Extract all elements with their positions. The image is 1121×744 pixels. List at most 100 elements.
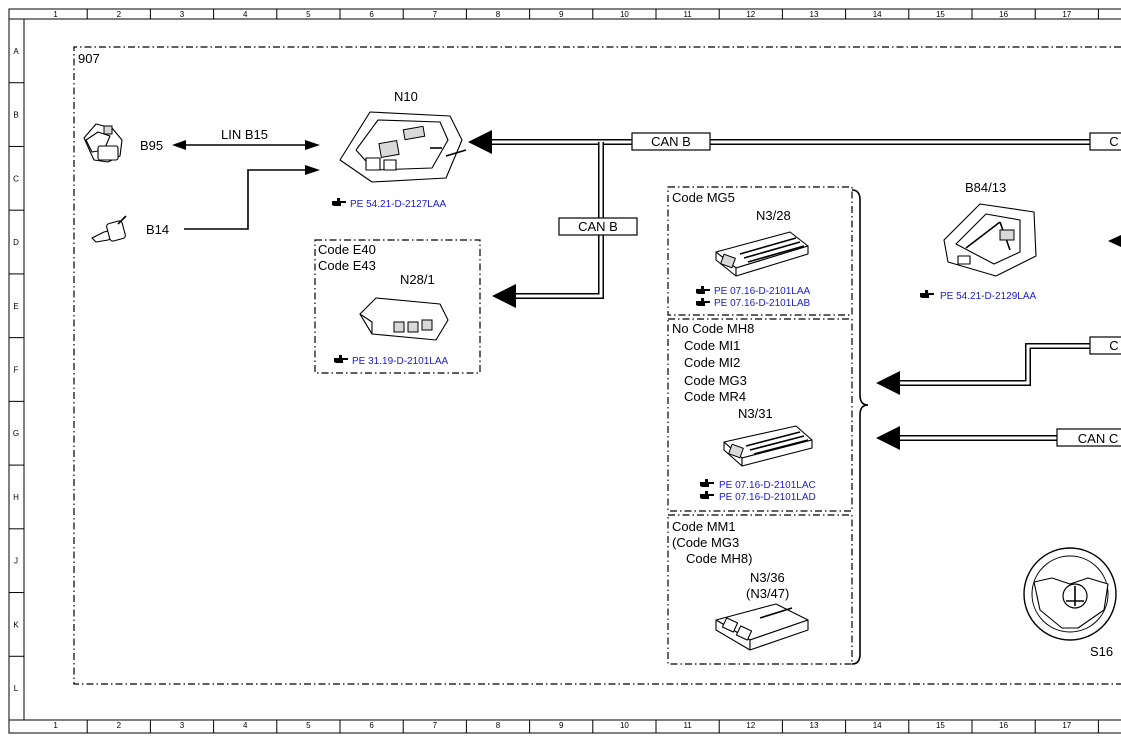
- n3-31-module[interactable]: [723, 425, 813, 467]
- n3-36-code-1: Code MM1: [672, 519, 736, 534]
- column-number: 6: [369, 10, 374, 19]
- n3-28-code-1: Code MG5: [672, 190, 735, 205]
- drawing-frame: [8, 8, 1121, 734]
- column-number: 4: [243, 721, 248, 730]
- column-number: 5: [306, 10, 311, 19]
- n3-31-label: N3/31: [738, 406, 773, 421]
- cut-tag-mid-right-label: C: [1109, 338, 1118, 353]
- can-c-label: CAN C: [1078, 431, 1118, 446]
- column-number: 17: [1062, 10, 1071, 19]
- b14-sensor[interactable]: [91, 215, 127, 243]
- column-number: 6: [369, 721, 374, 730]
- b14-connection: [184, 165, 320, 230]
- column-number: 8: [496, 10, 501, 19]
- column-number: 16: [999, 721, 1008, 730]
- n3-31-code-2: Code MI1: [684, 338, 740, 353]
- can-b-top-label: CAN B: [651, 134, 691, 149]
- row-letter: J: [14, 557, 18, 566]
- column-number: 1: [53, 10, 58, 19]
- bus-to-brace-upper: [876, 343, 1121, 395]
- column-number: 7: [433, 721, 438, 730]
- n3-28-ref-link-a[interactable]: PE 07.16-D-2101LAA: [696, 286, 811, 297]
- column-number: 15: [936, 721, 945, 730]
- pointing-hand-icon: [700, 491, 714, 499]
- column-number: 1: [53, 721, 58, 730]
- row-letter: C: [13, 174, 19, 183]
- n3-31-ref-link-b[interactable]: PE 07.16-D-2101LAD: [700, 491, 816, 503]
- cut-tag-top-right-label: C: [1109, 134, 1118, 149]
- b84-13-label: B84/13: [965, 180, 1006, 195]
- n3-36-module[interactable]: [715, 603, 809, 651]
- n10-ref-link[interactable]: PE 54.21-D-2127LAA: [332, 198, 447, 210]
- row-letter: H: [13, 493, 19, 502]
- n3-36-code-3: Code MH8): [686, 551, 752, 566]
- n28-1-ref-text[interactable]: PE 31.19-D-2101LAA: [352, 356, 449, 367]
- group-label: 907: [78, 51, 100, 66]
- n3-31-code-3: Code MI2: [684, 355, 740, 370]
- n3-31-code-5: Code MR4: [684, 389, 746, 404]
- column-number: 8: [496, 721, 501, 730]
- n3-28-ref-text-a[interactable]: PE 07.16-D-2101LAA: [714, 286, 811, 297]
- row-letter: D: [13, 238, 19, 247]
- pointing-hand-icon: [700, 479, 714, 487]
- column-number: 3: [180, 721, 185, 730]
- b84-13-ref-link[interactable]: PE 54.21-D-2129LAA: [920, 290, 1037, 302]
- row-letter: A: [13, 47, 19, 56]
- b84-13-camera[interactable]: [943, 203, 1037, 277]
- lin-b15-connection: [172, 140, 320, 150]
- pointing-hand-icon: [696, 298, 710, 306]
- pointing-hand-icon: [696, 286, 710, 294]
- n10-module[interactable]: [339, 111, 467, 183]
- n28-1-code-2: Code E43: [318, 258, 376, 273]
- b14-label: B14: [146, 222, 169, 237]
- column-number: 9: [559, 721, 564, 730]
- b84-13-ref-text[interactable]: PE 54.21-D-2129LAA: [940, 291, 1037, 302]
- n28-1-module[interactable]: [359, 297, 449, 341]
- row-letter: E: [13, 302, 18, 311]
- n3-28-option-box: [667, 186, 853, 316]
- n3-31-code-1: No Code MH8: [672, 321, 754, 336]
- n28-1-label: N28/1: [400, 272, 435, 287]
- n3-36-option-box: [667, 514, 853, 665]
- column-number: 14: [873, 721, 882, 730]
- group-907-boundary: [73, 46, 1121, 685]
- n3-36-code-2: (Code MG3: [672, 535, 739, 550]
- column-number: 2: [117, 721, 122, 730]
- n3-31-option-box: [667, 318, 853, 512]
- column-number: 10: [620, 721, 629, 730]
- b95-switch[interactable]: [83, 123, 123, 163]
- cut-tag-top-right: C: [1089, 132, 1121, 151]
- can-b-top-tag: CAN B: [631, 132, 711, 151]
- group-brace: [851, 189, 869, 665]
- s16-steering-wheel[interactable]: [1023, 547, 1117, 641]
- pointing-hand-icon: [920, 290, 934, 298]
- n3-31-code-4: Code MG3: [684, 373, 747, 388]
- column-number: 12: [746, 10, 755, 19]
- column-number: 9: [559, 10, 564, 19]
- n3-28-ref-link-b[interactable]: PE 07.16-D-2101LAB: [696, 298, 811, 309]
- column-number: 3: [180, 10, 185, 19]
- n3-31-ref-text-b[interactable]: PE 07.16-D-2101LAD: [719, 492, 816, 503]
- lin-b15-label: LIN B15: [221, 127, 268, 142]
- row-letter: G: [13, 429, 19, 438]
- pointing-hand-icon: [332, 198, 346, 206]
- can-b-bus-main: [468, 130, 1121, 308]
- cut-arrow-right: [1108, 235, 1121, 247]
- s16-label: S16: [1090, 644, 1113, 659]
- column-number: 11: [683, 721, 692, 730]
- n3-28-ref-text-b[interactable]: PE 07.16-D-2101LAB: [714, 298, 811, 309]
- column-number: 2: [117, 10, 122, 19]
- cut-tag-mid-right: C: [1089, 336, 1121, 355]
- n3-28-module[interactable]: [715, 231, 809, 277]
- row-letter: F: [14, 366, 19, 375]
- n3-31-ref-link-a[interactable]: PE 07.16-D-2101LAC: [700, 479, 816, 491]
- n10-ref-text[interactable]: PE 54.21-D-2127LAA: [350, 199, 447, 210]
- n3-31-ref-text-a[interactable]: PE 07.16-D-2101LAC: [719, 480, 816, 491]
- n28-1-ref-link[interactable]: PE 31.19-D-2101LAA: [334, 355, 449, 367]
- n3-28-label: N3/28: [756, 208, 791, 223]
- column-number: 17: [1062, 721, 1071, 730]
